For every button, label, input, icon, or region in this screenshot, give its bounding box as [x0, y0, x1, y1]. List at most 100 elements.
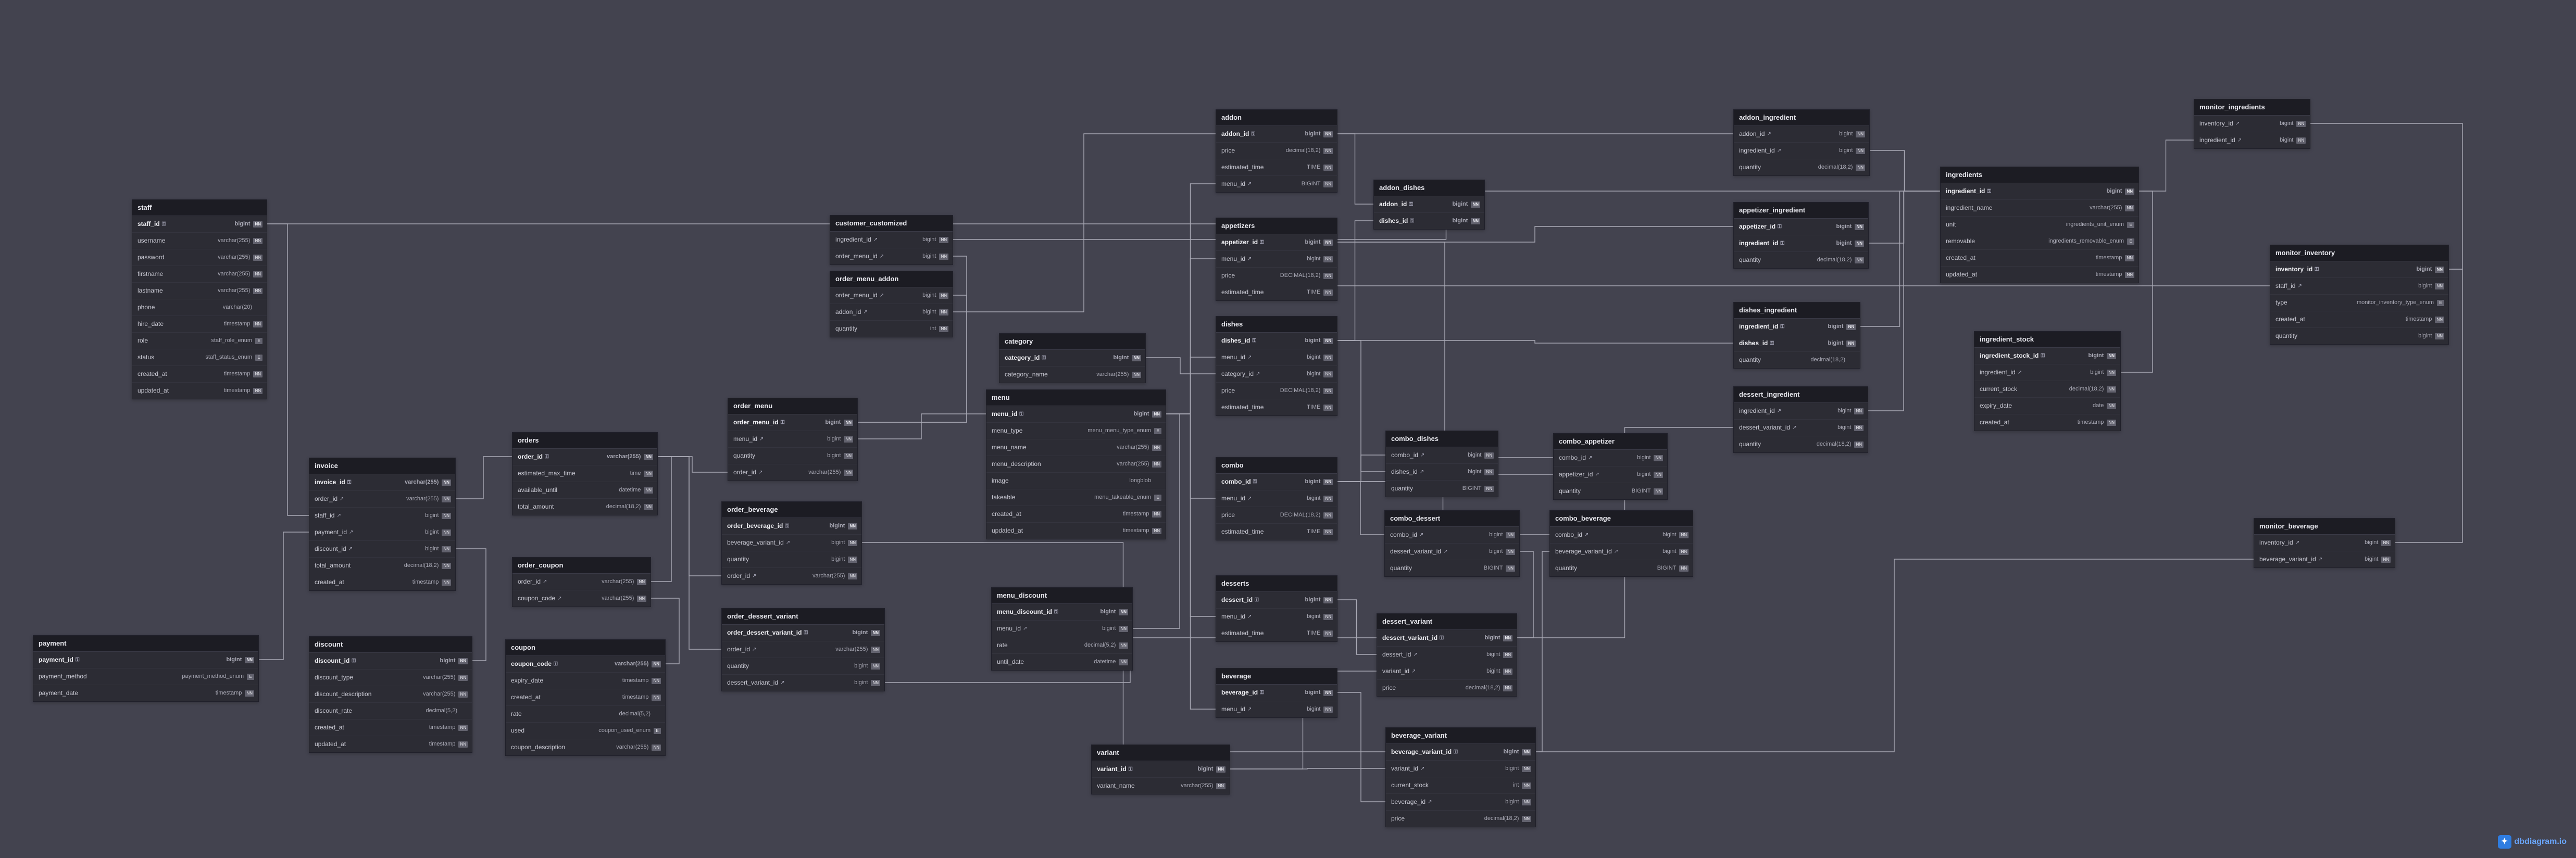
table-header[interactable]: combo_dishes	[1386, 431, 1498, 447]
table-header[interactable]: order_beverage	[722, 502, 861, 518]
table-header[interactable]: appetizer_ingredient	[1734, 203, 1868, 219]
table-header[interactable]: order_menu	[728, 398, 857, 414]
relationship-line[interactable]	[657, 456, 721, 576]
relationship-line[interactable]	[1859, 191, 1940, 327]
relationship-line[interactable]	[1535, 551, 1549, 752]
relationship-line[interactable]	[266, 223, 309, 516]
field-row[interactable]: order_id↗varchar(255)NN	[512, 574, 651, 590]
relationship-line[interactable]	[1336, 340, 1385, 472]
relationship-line[interactable]	[1867, 191, 1940, 411]
table-header[interactable]: orders	[512, 433, 657, 449]
relationship-line[interactable]	[1336, 455, 1385, 482]
table-header[interactable]: variant	[1092, 745, 1230, 761]
table-header[interactable]: beverage_variant	[1386, 728, 1535, 744]
table-header[interactable]: menu_discount	[992, 588, 1132, 604]
table-header[interactable]: addon	[1216, 110, 1337, 126]
relationship-line[interactable]	[455, 456, 512, 499]
table-header[interactable]: menu	[986, 390, 1166, 406]
table-header[interactable]: monitor_ingredients	[2194, 99, 2310, 116]
field-row[interactable]: order_id↗varchar(255)NN	[722, 641, 884, 658]
table-header[interactable]: combo_beverage	[1550, 511, 1693, 527]
relationship-line[interactable]	[1145, 357, 1216, 374]
table-header[interactable]: payment	[33, 636, 258, 652]
relationship-line[interactable]	[1165, 413, 1216, 499]
relationship-line[interactable]	[1165, 413, 1216, 710]
table-header[interactable]: discount	[309, 637, 472, 653]
field-row[interactable]: order_id↗varchar(255)NN	[728, 464, 857, 481]
table-header[interactable]: combo	[1216, 458, 1337, 474]
relationship-line[interactable]	[1336, 599, 1377, 655]
field-row[interactable]: invoice_id⚿varchar(255)NN	[309, 474, 455, 491]
table-header[interactable]: monitor_beverage	[2254, 519, 2395, 535]
relationship-line[interactable]	[657, 456, 721, 650]
relationship-line[interactable]	[1336, 340, 1733, 344]
table-header[interactable]: order_coupon	[512, 558, 651, 574]
relationship-line[interactable]	[1229, 768, 1385, 769]
relationship-line[interactable]	[1336, 692, 1385, 802]
